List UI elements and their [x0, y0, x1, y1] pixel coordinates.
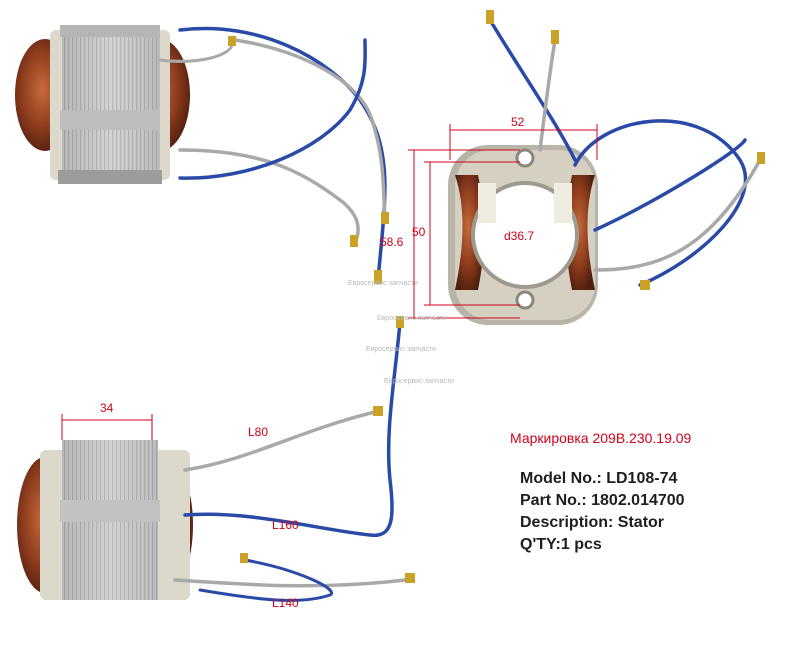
dimension-lines	[61, 124, 598, 440]
stator-top-right-wires	[486, 10, 765, 290]
marking-text: Маркировка 209B.230.19.09	[510, 430, 692, 446]
watermarks: Евросервис-запчасти Евросервис-запчасти …	[348, 280, 454, 385]
product-info: Model No.: LD108-74 Part No.: 1802.01470…	[520, 468, 685, 556]
dim-outer-width: 52	[511, 115, 525, 129]
dim-height-outer: 58.6	[380, 235, 404, 249]
part-label: Part No.:	[520, 492, 587, 509]
description-value: Stator	[617, 514, 665, 531]
model-value: LD108-74	[606, 470, 678, 487]
stator-top-right	[448, 145, 598, 325]
watermark-3: Евросервис-запчасти	[366, 346, 436, 353]
dim-stack-width: 34	[100, 401, 114, 415]
dim-height-inner: 50	[412, 225, 426, 239]
part-value: 1802.014700	[591, 492, 685, 509]
watermark-1: Евросервис-запчасти	[348, 280, 418, 287]
qty-value: 1 pcs	[560, 536, 602, 553]
qty-row: Q'TY:1 pcs	[520, 534, 685, 556]
stator-top-left	[15, 25, 190, 184]
model-label: Model No.:	[520, 470, 602, 487]
description-label: Description:	[520, 514, 614, 531]
lead-l80: L80	[248, 425, 268, 439]
dim-bore: d36.7	[504, 229, 534, 243]
stator-bottom-left-wires	[173, 316, 415, 602]
part-row: Part No.: 1802.014700	[520, 490, 685, 512]
stator-bottom-left	[17, 440, 193, 600]
dimension-labels: 52 58.6 50 d36.7 34 L80 L160 L140	[100, 115, 534, 610]
stator-top-left-wires	[158, 26, 389, 284]
model-row: Model No.: LD108-74	[520, 468, 685, 490]
lead-l160: L160	[272, 518, 299, 532]
watermark-2: Евросервис-запчасти	[377, 315, 447, 322]
description-row: Description: Stator	[520, 512, 685, 534]
qty-label: Q'TY:	[520, 536, 561, 553]
watermark-4: Евросервис-запчасти	[384, 378, 454, 385]
lead-l140: L140	[272, 596, 299, 610]
